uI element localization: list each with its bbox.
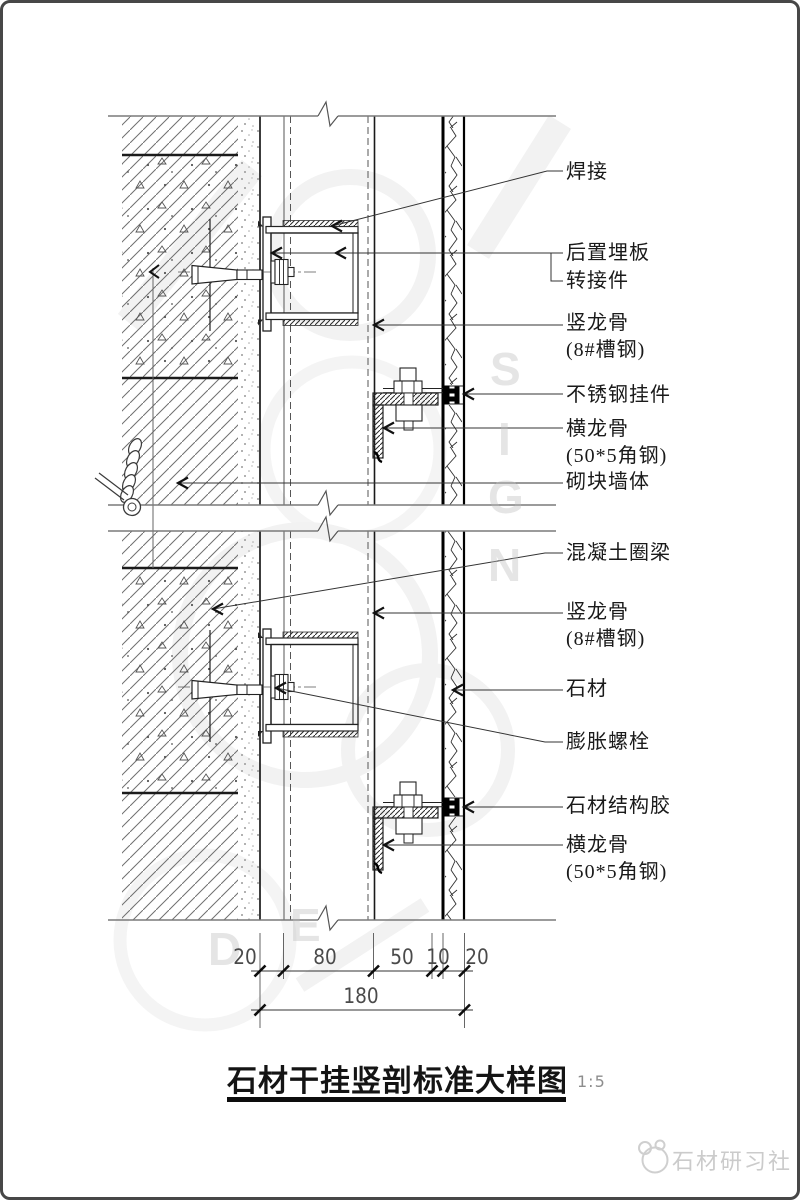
callout-expansion-bolt: 膨胀螺栓 (566, 731, 650, 753)
wall-tie-coil (94, 438, 143, 517)
drawing-title: 石材干挂竖剖标准大样图 (227, 1065, 568, 1098)
callout-stone-structural-adhesive: 石材结构胶 (566, 795, 671, 817)
watermark-letter: I (498, 413, 511, 465)
dim-20-stone: 20 (465, 945, 489, 969)
dimension-lines (251, 933, 473, 1028)
upper-anchor-assembly (178, 216, 359, 332)
callout-horizontal-keel-spec: (50*5角钢) (566, 445, 668, 467)
callout-horizontal-keel-2-spec: (50*5角钢) (566, 861, 668, 883)
watermark-letter: G (488, 471, 524, 523)
watermark-letter: D (208, 923, 242, 975)
callout-vertical-keel-2-spec: (8#槽钢) (566, 628, 646, 650)
callout-vertical-keel-2: 竖龙骨 (566, 601, 629, 623)
lower-hanger-assembly (372, 781, 460, 875)
stone-panel (441, 116, 466, 920)
upper-hanger-assembly (372, 367, 460, 464)
callout-stone: 石材 (566, 678, 608, 700)
callout-adapter: 转接件 (566, 270, 629, 292)
dim-180-total: 180 (343, 984, 379, 1008)
hanger-pin (444, 385, 460, 405)
hanger-pin (444, 797, 460, 817)
watermark-letter: E (290, 899, 321, 951)
lower-anchor-assembly (178, 628, 359, 744)
brand-watermark: 石材研习社 (672, 1149, 793, 1174)
title-underline (227, 1097, 566, 1102)
dim-80-keel: 80 (313, 945, 337, 969)
callout-vertical-keel: 竖龙骨 (566, 312, 629, 334)
break-lines (108, 100, 556, 932)
callout-concrete-ring-beam: 混凝土圈梁 (566, 542, 671, 564)
annotation-leaders (175, 170, 563, 852)
construction-lines (148, 116, 376, 920)
drawing-scale: 1:5 (577, 1072, 606, 1091)
callout-vertical-keel-spec: (8#槽钢) (566, 339, 646, 361)
watermark-letter: S (490, 343, 521, 395)
block-wall-hatch (122, 116, 238, 920)
callout-stainless-hanger: 不锈钢挂件 (566, 384, 671, 406)
brand-logo-icon (638, 1139, 669, 1174)
callout-block-wall: 砌块墙体 (566, 471, 650, 493)
watermark-letter: N (488, 539, 522, 591)
plaster-layer (238, 116, 260, 920)
dim-20-plaster: 20 (233, 945, 257, 969)
callout-weld: 焊接 (566, 161, 608, 183)
dim-10-joint: 10 (426, 945, 450, 969)
dim-50-cavity: 50 (390, 945, 414, 969)
callout-horizontal-keel: 横龙骨 (566, 418, 629, 440)
callout-embed-plate: 后置埋板 (566, 242, 650, 264)
callout-horizontal-keel-2: 横龙骨 (566, 834, 629, 856)
